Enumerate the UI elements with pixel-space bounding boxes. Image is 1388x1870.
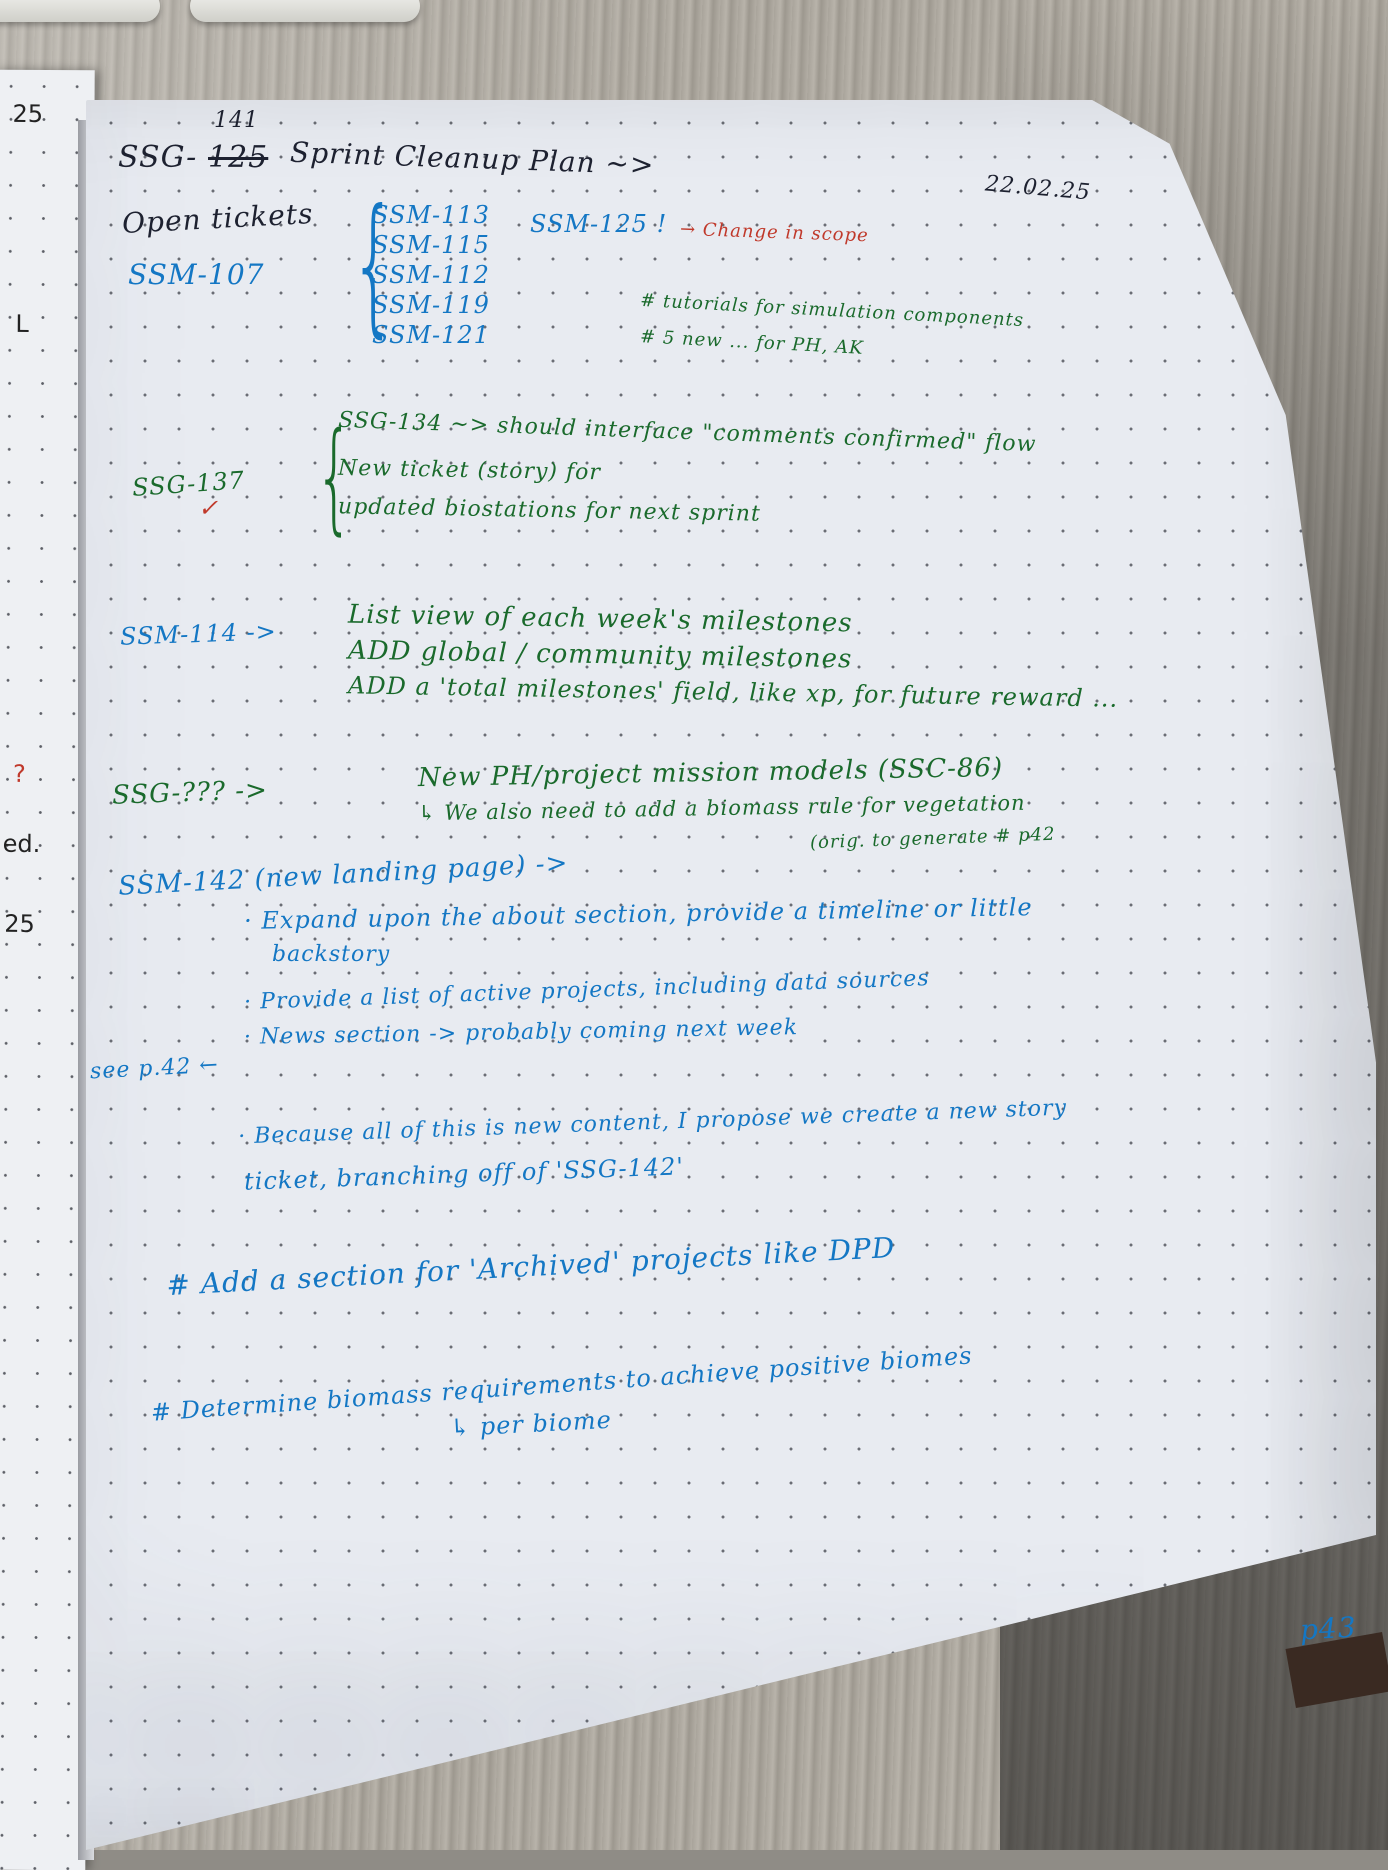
page-number: p43 xyxy=(1299,1610,1358,1647)
check-icon: ✓ xyxy=(198,494,220,522)
list-item: SSM-113 xyxy=(372,201,490,229)
ssg-unknown-label: SSG-??? -> xyxy=(111,775,269,811)
list-item: SSM-119 xyxy=(372,291,490,319)
ssm-114-label: SSM-114 -> xyxy=(119,617,278,651)
side-ticket: SSM-125 ! xyxy=(530,210,668,238)
header-new-number: 141 xyxy=(214,108,259,133)
notebook-page xyxy=(86,100,1376,1850)
ssg-137-line: New ticket (story) for xyxy=(337,455,602,486)
list-item: SSM-112 xyxy=(372,261,490,289)
pens xyxy=(0,0,430,30)
brace-icon: { xyxy=(315,408,354,547)
header-old-number: 125 xyxy=(208,140,269,175)
margin-mark: ? xyxy=(12,759,26,788)
brace-icon: { xyxy=(349,178,398,352)
list-item: SSM-121 xyxy=(372,321,490,349)
header-prefix: SSG- xyxy=(118,140,198,175)
margin-mark: ed. xyxy=(2,829,41,858)
margin-mark: L xyxy=(15,309,29,338)
margin-mark: 25 xyxy=(12,99,44,129)
open-ticket-list: SSM-113 SSM-115 SSM-112 SSM-119 SSM-121 xyxy=(372,200,490,350)
list-item: SSM-115 xyxy=(372,231,490,259)
parent-ticket: SSM-107 xyxy=(128,258,265,291)
margin-mark: 25 xyxy=(4,909,35,938)
bullet-item: backstory xyxy=(272,942,391,967)
